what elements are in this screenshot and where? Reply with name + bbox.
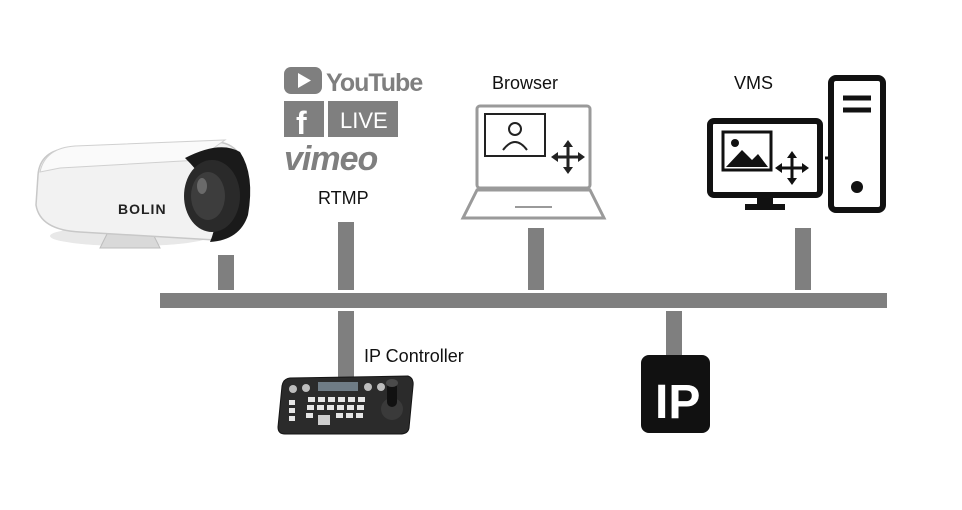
- camera-drop-line: [218, 255, 234, 310]
- junction-gap: [793, 290, 813, 293]
- facebook-live-box: [328, 101, 398, 137]
- pc-tower: [828, 75, 886, 213]
- browser-video-frame: [484, 113, 546, 157]
- junction-gap: [216, 290, 236, 293]
- laptop-icon: [460, 104, 607, 220]
- browser-drop-line: [528, 228, 544, 310]
- monitor-foot: [745, 204, 785, 210]
- ip-badge-label: IP: [655, 376, 700, 429]
- ip-controller-label: IP Controller: [364, 346, 464, 366]
- junction-gap: [526, 290, 546, 293]
- image-frame: [721, 130, 773, 172]
- joystick-top: [386, 379, 398, 387]
- vms-workstation-icon: [707, 75, 886, 213]
- camera-brand-label: BOLIN: [118, 201, 167, 217]
- camera-lens-highlight: [197, 178, 207, 194]
- ip-controller-device: [277, 375, 414, 435]
- bolin-camera: BOLIN: [35, 139, 251, 249]
- person-icon-body: [502, 141, 528, 151]
- laptop-screen: [475, 104, 592, 190]
- ip-badge-icon: IP: [641, 355, 710, 433]
- network-lines: [160, 222, 887, 378]
- junction-gap: [664, 290, 684, 293]
- person-icon-head: [508, 122, 522, 136]
- youtube-wordmark: YouTube: [326, 69, 423, 97]
- camera-lens-glass: [191, 172, 225, 220]
- browser-label: Browser: [492, 73, 558, 93]
- controller-knob: [302, 384, 310, 392]
- ip-drop-line: [666, 293, 682, 355]
- joystick-shaft: [387, 381, 397, 407]
- vms-drop-line: [795, 228, 811, 310]
- junction-gap: [793, 308, 813, 311]
- rtmp-label: RTMP: [318, 188, 369, 208]
- move-arrows-icon: [551, 140, 585, 174]
- rtmp-drop-line: [338, 222, 354, 310]
- controller-knob: [364, 383, 372, 391]
- junction-gap: [336, 290, 356, 293]
- controller-knob: [289, 385, 297, 393]
- ip-badge-box: [641, 355, 710, 433]
- image-icon-sun: [731, 139, 739, 147]
- image-icon-mountains: [726, 150, 768, 167]
- network-bus: [160, 293, 887, 308]
- youtube-play-triangle: [298, 73, 311, 88]
- monitor-stand: [757, 195, 773, 205]
- controller-display: [318, 382, 358, 391]
- facebook-f-glyph: f: [296, 105, 307, 141]
- vms-label: VMS: [734, 73, 773, 93]
- streaming-logos: YouTube f LIVE vimeo: [284, 67, 424, 178]
- junction-gap: [336, 308, 356, 311]
- controller-zoom-rocker: [318, 415, 330, 425]
- junction-gap: [526, 308, 546, 311]
- junction-gap: [216, 308, 236, 311]
- pc-power-button: [851, 181, 863, 193]
- junction-gap: [664, 308, 684, 311]
- vms-move-arrows-icon: [775, 151, 809, 185]
- laptop-base: [460, 188, 607, 220]
- bus-junctions: [216, 290, 813, 311]
- facebook-live-label: LIVE: [340, 108, 388, 133]
- facebook-icon: [284, 101, 324, 137]
- controller-knob: [377, 383, 385, 391]
- controller-keypad: [289, 397, 365, 421]
- controller-drop-line: [338, 308, 354, 378]
- joystick-base: [381, 398, 403, 420]
- vimeo-wordmark: vimeo: [284, 140, 377, 178]
